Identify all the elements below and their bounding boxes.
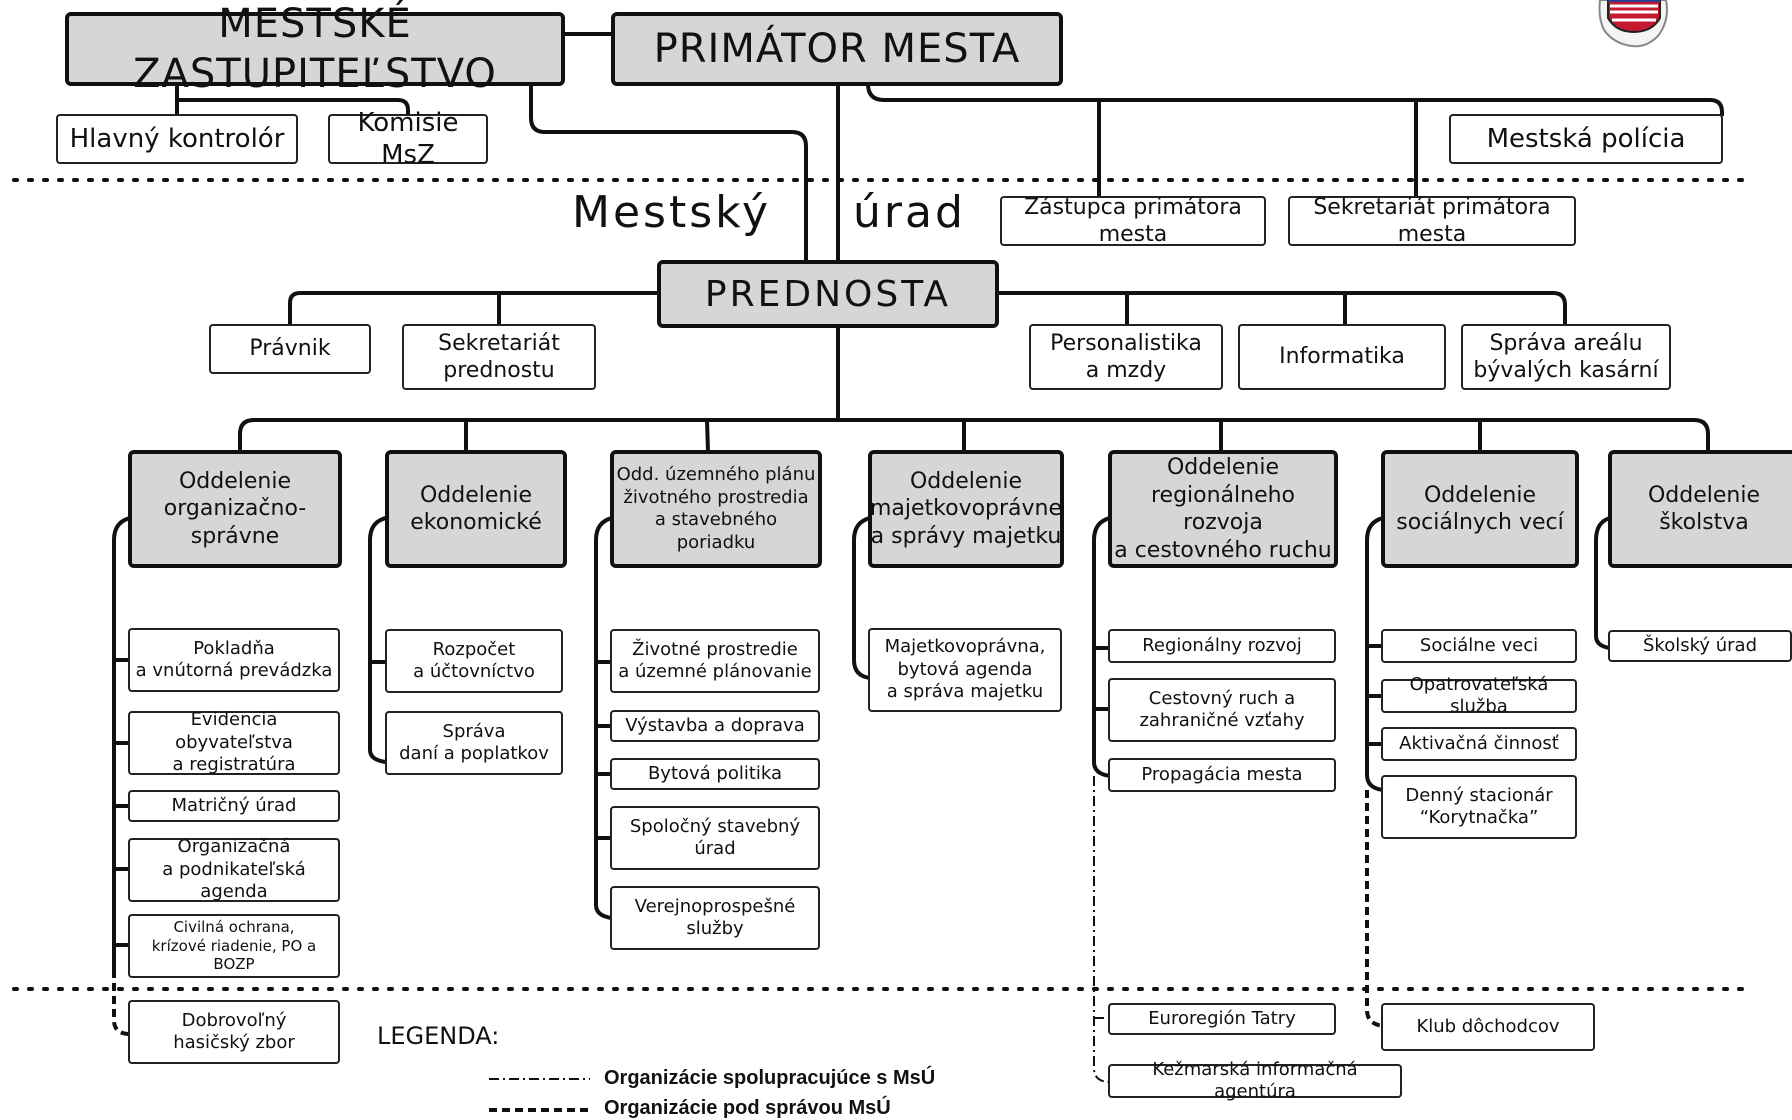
unit-box: Opatrovateľská služba xyxy=(1381,674,1577,717)
council-commissions-box: Komisie MsZ xyxy=(328,108,488,170)
department-box: Odd. územného plánu životného prostredia… xyxy=(610,450,822,568)
department-box: Oddelenie ekonomické xyxy=(385,450,567,568)
head-of-office-box: PREDNOSTA xyxy=(657,260,999,328)
staff-lawyer-box: Právnik xyxy=(209,324,371,374)
unit-box: Civilná ochrana, krízové riadenie, PO a … xyxy=(128,914,340,978)
department-box: Oddelenie majetkovoprávne a správy majet… xyxy=(868,450,1064,568)
unit-box: Verejnoprospešné služby xyxy=(610,886,820,950)
unit-box: Spoločný stavebný úrad xyxy=(610,806,820,870)
unit-box: Matričný úrad xyxy=(128,790,340,822)
coat-of-arms-icon xyxy=(1598,0,1668,48)
staff-barracks-admin-box: Správa areálu bývalých kasární xyxy=(1461,324,1671,390)
unit-box: Rozpočet a účtovníctvo xyxy=(385,629,563,693)
unit-box: Denný stacionár “Korytnačka” xyxy=(1381,775,1577,839)
unit-box: Výstavba a doprava xyxy=(610,710,820,742)
city-council-box: MESTSKÉ ZASTUPITEĽSTVO xyxy=(65,1,565,97)
managed-org-box: Klub dôchodcov xyxy=(1381,1003,1595,1051)
unit-box: Regionálny rozvoj xyxy=(1108,629,1336,663)
legend-managed-label: Organizácie pod správou MsÚ xyxy=(604,1097,891,1119)
unit-box: Školský úrad xyxy=(1608,630,1792,662)
unit-box: Pokladňa a vnútorná prevádzka xyxy=(128,628,340,692)
city-police-box: Mestská polícia xyxy=(1449,114,1723,164)
deputy-mayor-box: Zástupca primátora mesta xyxy=(1000,195,1266,247)
legend-title: LEGENDA: xyxy=(377,1022,500,1050)
unit-box: Cestovný ruch a zahraničné vzťahy xyxy=(1108,678,1336,742)
department-box: Oddelenie regionálneho rozvoja a cestovn… xyxy=(1108,450,1338,568)
department-box: Oddelenie školstva xyxy=(1608,450,1792,568)
unit-box: Správa daní a poplatkov xyxy=(385,711,563,775)
unit-box: Propagácia mesta xyxy=(1108,758,1336,792)
department-box: Oddelenie organizačno-správne xyxy=(128,450,342,568)
managed-org-box: Dobrovoľný hasičský zbor xyxy=(128,1000,340,1064)
staff-hr-payroll-box: Personalistika a mzdy xyxy=(1029,324,1223,390)
department-box: Oddelenie sociálnych vecí xyxy=(1381,450,1579,568)
unit-box: Sociálne veci xyxy=(1381,629,1577,663)
unit-box: Bytová politika xyxy=(610,758,820,790)
office-title-right: úrad xyxy=(853,187,966,238)
mayor-secretariat-box: Sekretariát primátora mesta xyxy=(1288,195,1576,247)
staff-it-box: Informatika xyxy=(1238,324,1446,390)
unit-box: Evidencia obyvateľstva a registratúra xyxy=(128,709,340,775)
unit-box: Majetkovoprávna, bytová agenda a správa … xyxy=(868,628,1062,712)
legend-cooperating-label: Organizácie spolupracujúce s MsÚ xyxy=(604,1067,936,1089)
unit-box: Životné prostredie a územné plánovanie xyxy=(610,629,820,693)
main-controller-box: Hlavný kontrolór xyxy=(56,114,298,164)
office-title-left: Mestský xyxy=(572,187,772,238)
cooperating-org-box: Kežmarská informačná agentúra xyxy=(1108,1059,1402,1102)
unit-box: Aktivačná činnosť xyxy=(1381,727,1577,761)
staff-secretariat-box: Sekretariát prednostu xyxy=(402,324,596,390)
unit-box: Organizačná a podnikateľská agenda xyxy=(128,836,340,902)
cooperating-org-box: Euroregión Tatry xyxy=(1108,1003,1336,1035)
mayor-box: PRIMÁTOR MESTA xyxy=(611,12,1063,86)
